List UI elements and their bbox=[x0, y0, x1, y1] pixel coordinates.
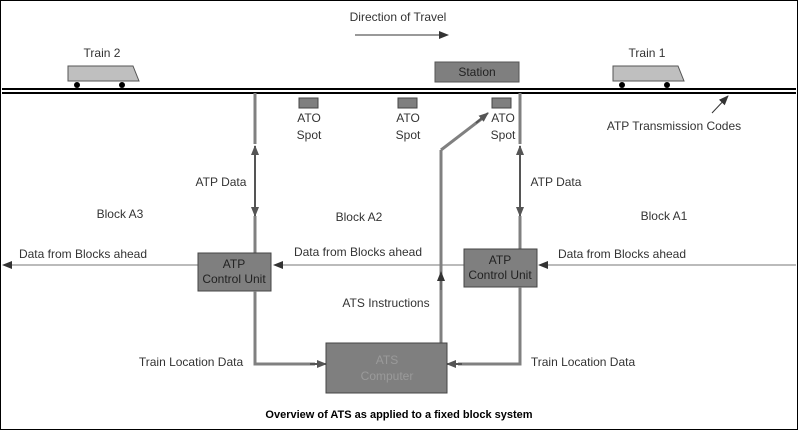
ato-spot-3-line2: Spot bbox=[491, 128, 516, 142]
train-2-label: Train 2 bbox=[84, 46, 121, 60]
atp-unit-right-line1: ATP bbox=[489, 253, 511, 267]
ato-spot-2 bbox=[397, 97, 418, 109]
atp-unit-left-line1: ATP bbox=[223, 257, 245, 271]
atp-control-unit-left bbox=[197, 252, 272, 292]
train-1-icon bbox=[612, 65, 685, 88]
atp-transmission-arrow bbox=[711, 95, 729, 114]
station-box bbox=[434, 61, 520, 83]
atp-data-left-label: ATP Data bbox=[196, 175, 247, 189]
ats-computer-line2: Computer bbox=[361, 369, 414, 383]
data-from-blocks-right: Data from Blocks ahead bbox=[558, 247, 686, 261]
atp-transmission-label: ATP Transmission Codes bbox=[607, 119, 741, 133]
ats-computer-line1: ATS bbox=[376, 353, 398, 367]
block-a2-label: Block A2 bbox=[336, 210, 383, 224]
ato-spot-2-line2: Spot bbox=[396, 128, 421, 142]
train-2-icon bbox=[67, 65, 140, 88]
ats-instructions-label: ATS Instructions bbox=[342, 296, 429, 310]
diagram-caption: Overview of ATS as applied to a fixed bl… bbox=[265, 409, 532, 421]
ato-spot-1 bbox=[298, 97, 319, 109]
atp-data-right-label: ATP Data bbox=[531, 175, 582, 189]
station-label: Station bbox=[458, 65, 495, 79]
ats-instruction-diagonal-arrow bbox=[475, 112, 489, 124]
train-location-left-label: Train Location Data bbox=[139, 355, 244, 369]
atp-unit-right-line2: Control Unit bbox=[468, 268, 532, 282]
train-location-left-line bbox=[253, 291, 315, 366]
ato-spot-1-line1: ATO bbox=[297, 111, 321, 125]
data-from-blocks-middle: Data from Blocks ahead bbox=[294, 245, 422, 259]
atp-control-unit-right bbox=[463, 248, 538, 288]
ato-spot-2-line1: ATO bbox=[396, 111, 420, 125]
train-location-right-line bbox=[458, 287, 522, 366]
ato-spot-1-line2: Spot bbox=[297, 128, 322, 142]
train-location-right-label: Train Location Data bbox=[531, 355, 636, 369]
train-1-label: Train 1 bbox=[629, 46, 666, 60]
ats-computer-box bbox=[325, 342, 448, 394]
block-a3-label: Block A3 bbox=[97, 207, 144, 221]
atp-unit-left-line2: Control Unit bbox=[202, 272, 266, 286]
ato-spot-3-line1: ATO bbox=[491, 111, 515, 125]
direction-label: Direction of Travel bbox=[350, 10, 447, 24]
block-a1-label: Block A1 bbox=[641, 209, 688, 223]
data-from-blocks-left: Data from Blocks ahead bbox=[19, 247, 147, 261]
ato-spot-3 bbox=[491, 97, 512, 109]
